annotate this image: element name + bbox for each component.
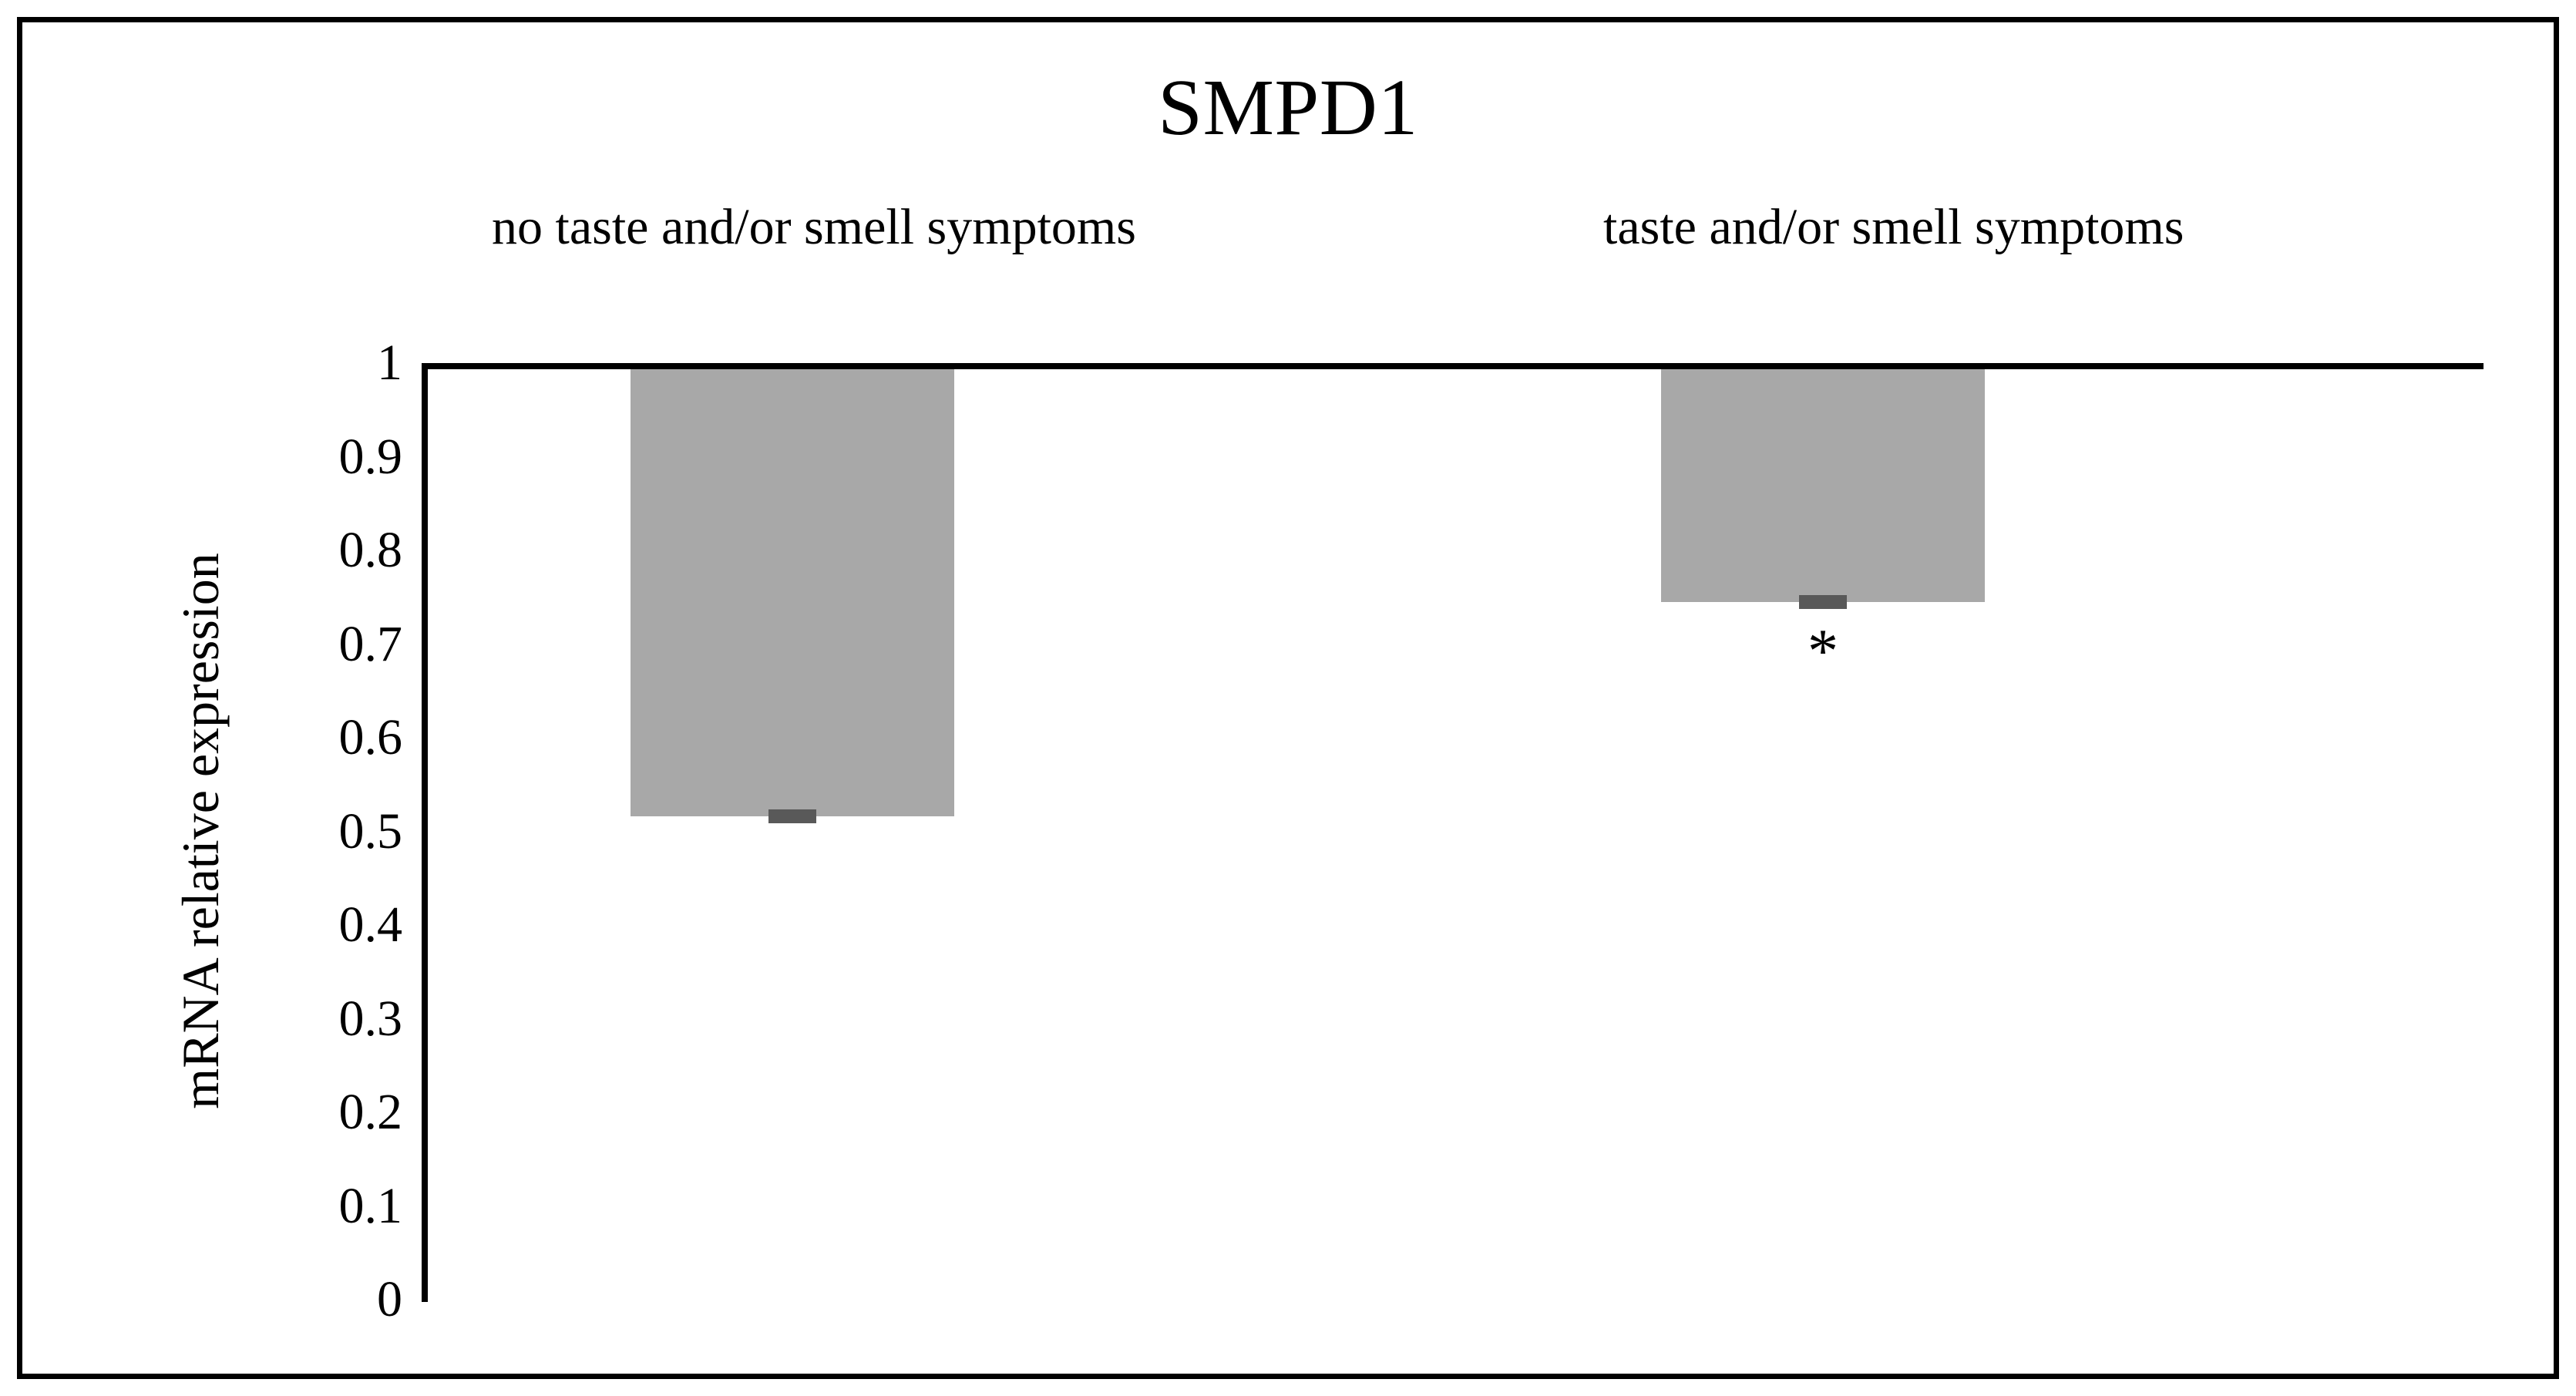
bar	[1661, 369, 1985, 603]
y-tick-label: 0.8	[338, 522, 403, 578]
chart-title: SMPD1	[1158, 63, 1418, 152]
plot-area: *	[422, 369, 2484, 1301]
y-tick-label: 0.7	[338, 615, 403, 672]
figure-border	[17, 17, 2559, 1379]
y-tick-label: 0.2	[338, 1084, 403, 1140]
y-axis-line	[422, 363, 428, 1302]
error-bar	[768, 809, 816, 824]
error-bar	[1799, 595, 1847, 610]
y-tick-label: 0.3	[338, 990, 403, 1047]
y-tick-label: 1	[377, 335, 402, 391]
y-tick-label: 0.6	[338, 709, 403, 765]
group-label-symptoms: taste and/or smell symptoms	[1603, 199, 2184, 255]
top-axis-line	[422, 363, 2484, 369]
bar	[631, 369, 954, 817]
y-tick-label: 0.9	[338, 428, 403, 485]
y-tick-label: 0	[377, 1271, 402, 1327]
y-tick-label: 0.5	[338, 802, 403, 859]
significance-asterisk: *	[1808, 617, 1838, 686]
y-tick-label: 0.4	[338, 896, 403, 953]
y-axis-tick-labels: 1 0.9 0.8 0.7 0.6 0.5 0.4 0.3 0.2 0.1 0	[116, 0, 403, 1396]
group-label-no-symptoms: no taste and/or smell symptoms	[492, 199, 1136, 255]
y-tick-label: 0.1	[338, 1177, 403, 1234]
